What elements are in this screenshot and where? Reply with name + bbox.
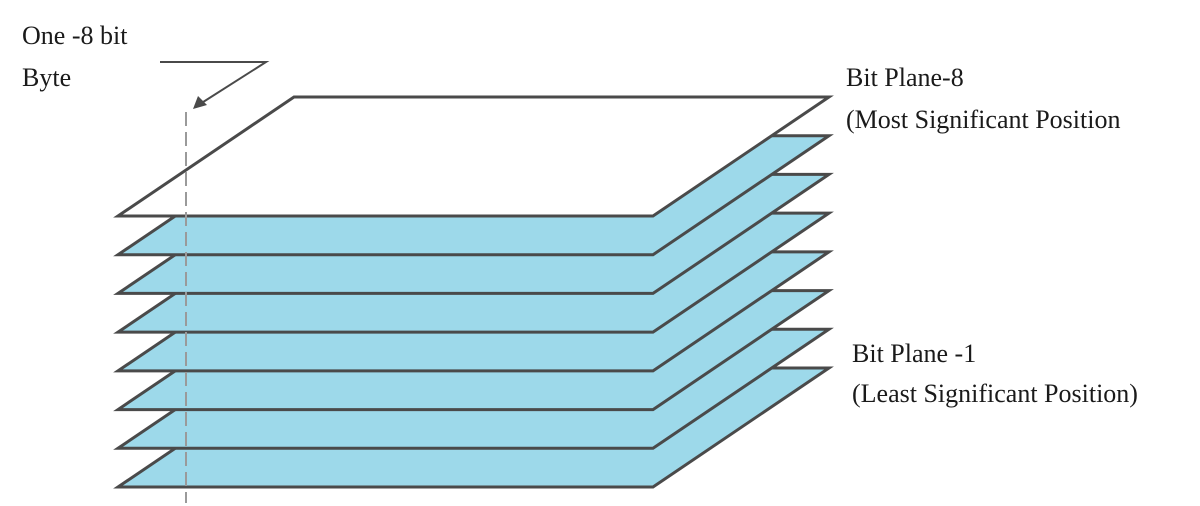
byte-label-line1: One -8 bit xyxy=(22,21,128,50)
bottom-plane-label-line1: Bit Plane -1 xyxy=(852,339,976,368)
bottom-plane-label-line2: (Least Significant Position) xyxy=(852,379,1138,408)
bit-planes-stack xyxy=(113,95,834,489)
top-plane-label-line1: Bit Plane-8 xyxy=(846,63,964,92)
top-plane-label-line2: (Most Significant Position xyxy=(846,105,1120,134)
bit-plane-8 xyxy=(113,95,834,218)
byte-label-line2: Byte xyxy=(22,63,71,92)
byte-pointer-arrow xyxy=(160,61,270,109)
